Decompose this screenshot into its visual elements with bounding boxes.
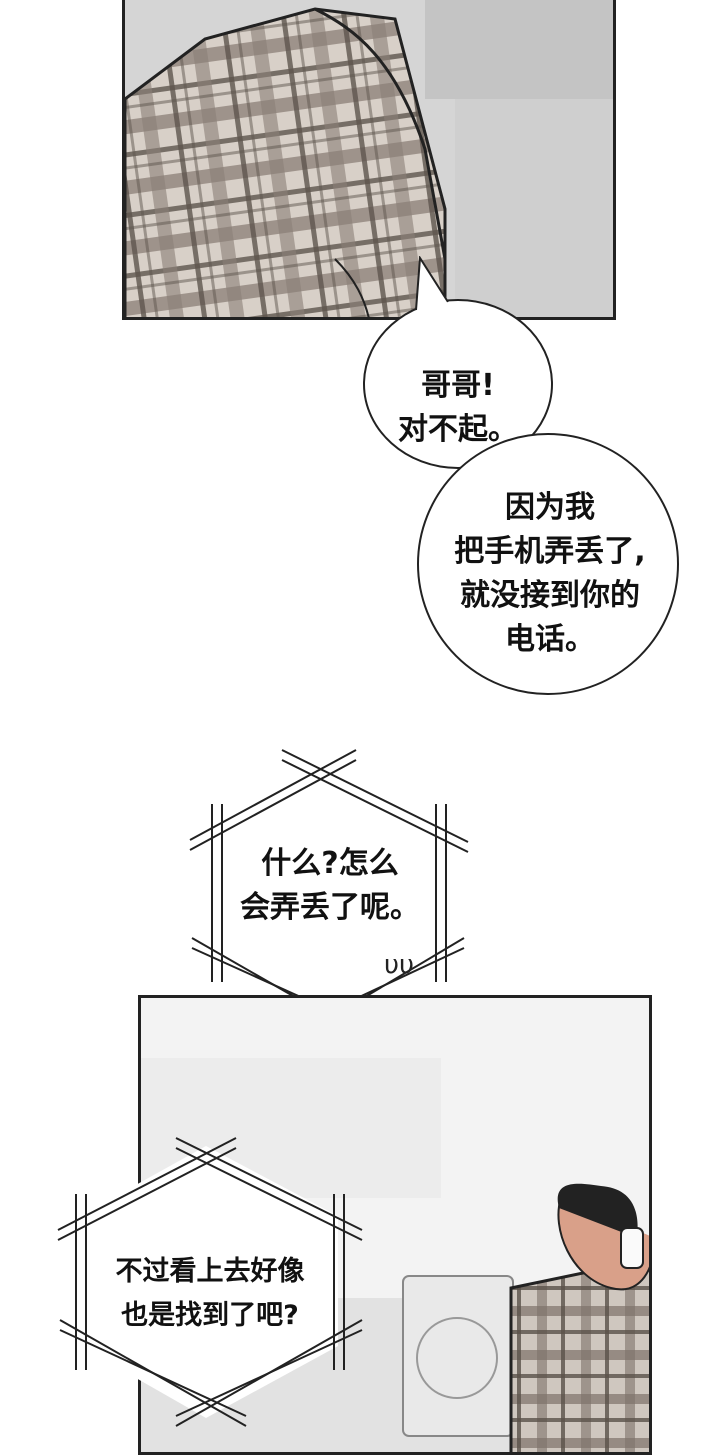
bubble-2-text: 因为我 把手机弄丢了, 就没接到你的 电话。	[454, 490, 646, 657]
hex-bubble-1-text: 什么?怎么 会弄丢了呢。	[240, 846, 420, 925]
hex-bubble-2-text: 不过看上去好像 也是找到了吧?	[115, 1256, 305, 1331]
bubble-1-text: 哥哥! 对不起。	[398, 368, 518, 447]
man-on-phone-illustration	[141, 998, 649, 1452]
comic-panel-top	[122, 0, 616, 320]
hex-bubble-2	[57, 1137, 363, 1427]
sound-effect: υυ	[384, 950, 415, 980]
speech-bubble-1	[362, 256, 554, 470]
speech-bubble-2	[417, 433, 679, 695]
plaid-shirt-illustration	[125, 0, 613, 317]
